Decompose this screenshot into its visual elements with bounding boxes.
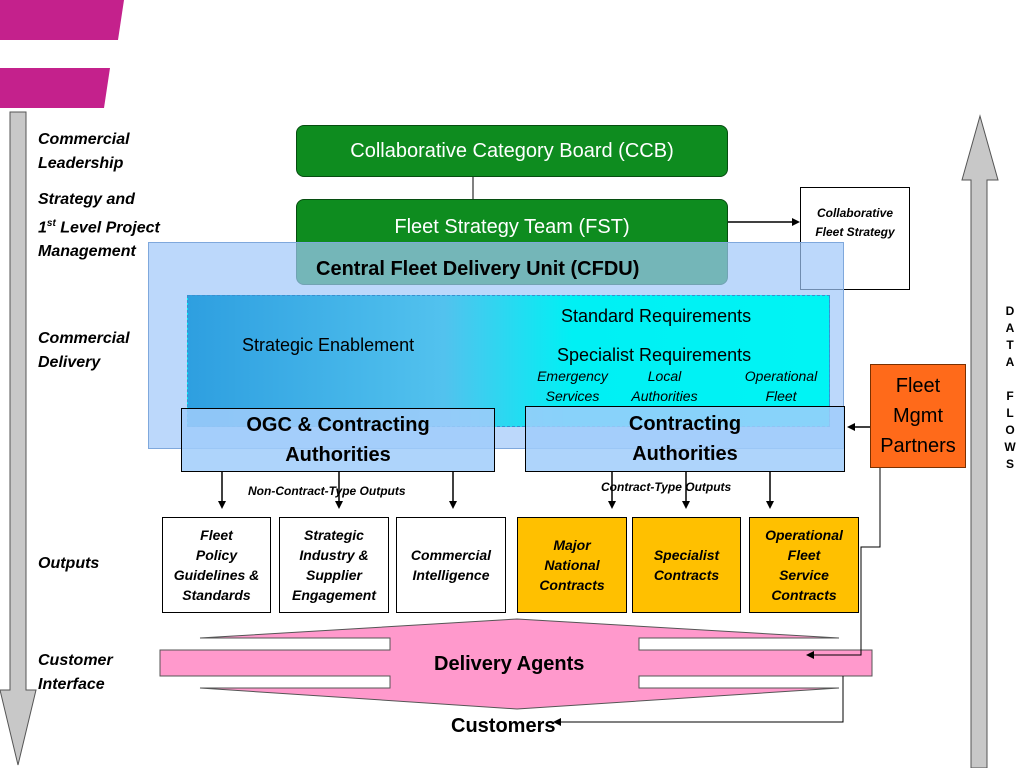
fst-label: Fleet Strategy Team (FST) <box>394 216 630 238</box>
specialist-requirements-label: Specialist Requirements <box>557 345 752 365</box>
label-customer-interface: Customer Interface <box>38 652 113 693</box>
contract-outputs-label: Contract-Type Outputs <box>601 480 732 494</box>
delivery-customers-line <box>560 676 844 723</box>
magenta-bar-top <box>0 0 124 40</box>
delivery-agents-label: Delivery Agents <box>434 653 585 675</box>
ogc-arrowhead-1 <box>218 501 226 509</box>
right-up-arrow <box>961 114 999 768</box>
label-commercial-leadership: Commercial Leadership <box>38 131 130 172</box>
fleet-partners-box: Fleet Mgmt Partners <box>870 364 966 468</box>
partners-delivery-arrowhead <box>806 651 814 659</box>
delivery-customers-arrowhead <box>553 718 561 726</box>
label-commercial-delivery: Commercial Delivery <box>38 330 130 371</box>
left-down-arrow <box>0 111 37 766</box>
cfdu-label: Central Fleet Delivery Unit (CFDU) <box>316 258 640 280</box>
partners-ca-arrowhead <box>847 423 855 431</box>
magenta-bar-bottom <box>0 68 110 108</box>
non-contract-outputs-label: Non-Contract-Type Outputs <box>248 484 406 498</box>
enablement-area <box>187 295 830 427</box>
ca-arrowhead-2 <box>682 501 690 509</box>
ogc-box: OGC & Contracting Authorities <box>181 408 495 472</box>
ogc-arrowhead-3 <box>449 501 457 509</box>
label-strategy: Strategy and 1st Level Project Managemen… <box>38 191 160 261</box>
standard-requirements-label: Standard Requirements <box>561 306 752 326</box>
delivery-agents-arrow <box>159 618 873 710</box>
customers-label: Customers <box>451 715 556 737</box>
ccb-box: Collaborative Category Board (CCB) <box>296 125 728 177</box>
data-flows-label: D A T A F L O W S <box>1004 304 1016 471</box>
ca-arrowhead-3 <box>766 501 774 509</box>
contracting-authorities-box: Contracting Authorities <box>525 406 845 472</box>
ccb-label: Collaborative Category Board (CCB) <box>350 139 674 162</box>
partners-delivery-line <box>812 468 881 656</box>
fst-strategy-arrowhead <box>792 218 800 226</box>
label-outputs: Outputs <box>38 555 100 572</box>
ca-arrowhead-1 <box>608 501 616 509</box>
strategic-enablement-label: Strategic Enablement <box>242 335 415 355</box>
ogc-arrowhead-2 <box>335 501 343 509</box>
